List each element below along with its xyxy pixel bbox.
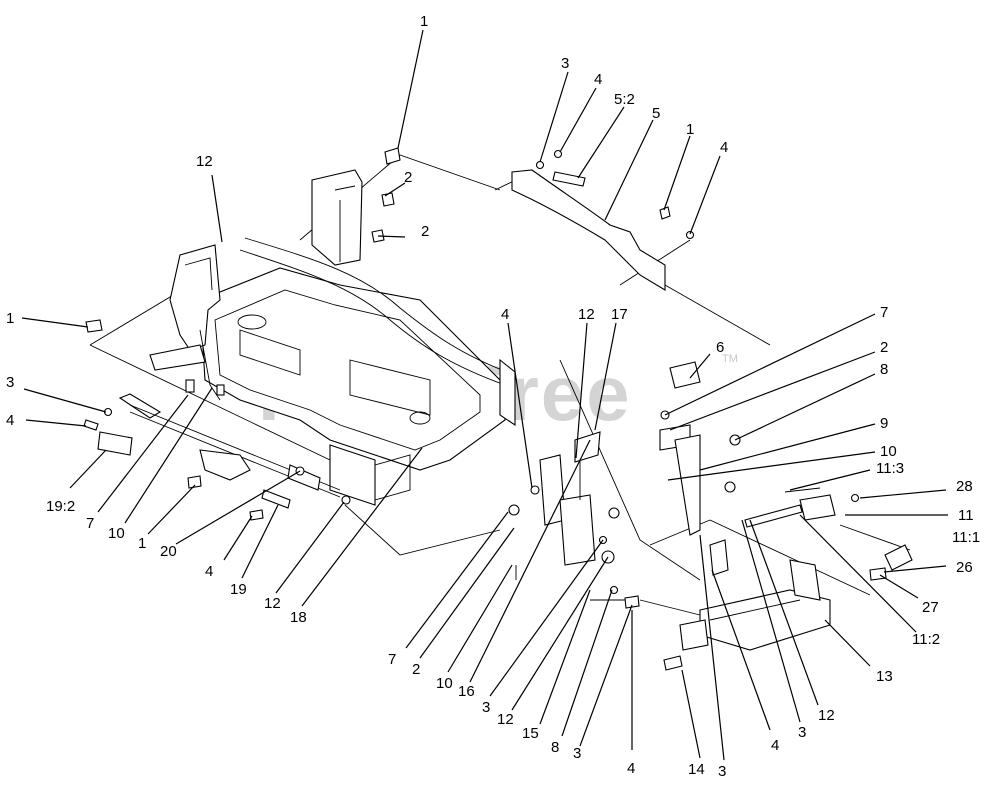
callout-1: 1	[420, 13, 428, 30]
callout-22: 4	[720, 139, 728, 156]
callout-36: 26	[956, 559, 973, 576]
callout-44: 16	[458, 683, 475, 700]
callout-30: 9	[880, 415, 888, 432]
callout-51: 14	[688, 761, 705, 778]
callout-34: 11	[958, 507, 974, 524]
callout-12: 19	[230, 581, 247, 598]
left-bracket	[149, 244, 225, 401]
callout-28: 2	[880, 339, 888, 356]
callout-17: 3	[561, 55, 569, 72]
callout-10: 20	[160, 543, 177, 560]
callout-8: 10	[108, 525, 125, 542]
callout-15: 2	[404, 169, 412, 186]
callout-3: 1	[6, 310, 14, 327]
callout-9: 1	[138, 535, 146, 552]
callout-32: 11:3	[876, 460, 904, 477]
callout-24: 12	[578, 306, 595, 323]
callout-52: 3	[718, 763, 726, 780]
callout-48: 8	[551, 739, 559, 756]
callout-2: 12	[196, 153, 213, 170]
callout-43: 10	[436, 675, 453, 692]
callout-4: 3	[6, 374, 14, 391]
callout-47: 15	[522, 725, 539, 742]
callout-33: 28	[956, 478, 973, 495]
right-linkage	[659, 361, 913, 581]
left-lower-parts	[83, 319, 351, 521]
callout-54: 3	[798, 724, 806, 741]
callout-7: 7	[86, 515, 94, 532]
callout-29: 8	[880, 361, 888, 378]
watermark-tm: TM	[722, 353, 738, 365]
callout-39: 13	[876, 668, 893, 685]
callout-21: 1	[686, 121, 694, 138]
callout-35: 11:1	[952, 529, 980, 546]
callout-42: 2	[412, 661, 420, 678]
front-bumper	[663, 559, 831, 671]
center-brackets	[508, 431, 640, 609]
callout-38: 11:2	[912, 631, 940, 648]
main-frame	[199, 237, 516, 506]
callout-45: 3	[482, 699, 490, 716]
callout-49: 3	[573, 745, 581, 762]
callout-19: 5:2	[614, 91, 635, 108]
callout-26: 6	[716, 339, 724, 356]
leader-lines	[21, 29, 948, 761]
callout-18: 4	[594, 71, 602, 88]
upper-right-guard	[511, 149, 695, 291]
callout-6: 19:2	[46, 498, 75, 515]
callout-labels: 1 12 1 3 4 19:2 7 10 1 20 4 19 12 18 2 2…	[6, 13, 980, 780]
callout-46: 12	[497, 711, 514, 728]
callout-50: 4	[627, 760, 635, 777]
callout-16: 2	[421, 223, 429, 240]
callout-11: 4	[205, 563, 213, 580]
callout-41: 7	[388, 651, 396, 668]
callout-37: 27	[922, 599, 939, 616]
callout-23: 4	[501, 306, 509, 323]
callout-27: 7	[880, 304, 888, 321]
callout-53: 4	[771, 737, 779, 754]
callout-40: 12	[818, 707, 835, 724]
callout-25: 17	[611, 306, 628, 323]
callout-20: 5	[652, 105, 660, 122]
callout-13: 12	[264, 595, 281, 612]
callout-31: 10	[880, 443, 897, 460]
callout-5: 4	[6, 412, 14, 429]
callout-14: 18	[290, 609, 307, 626]
upper-bracket	[311, 147, 401, 266]
